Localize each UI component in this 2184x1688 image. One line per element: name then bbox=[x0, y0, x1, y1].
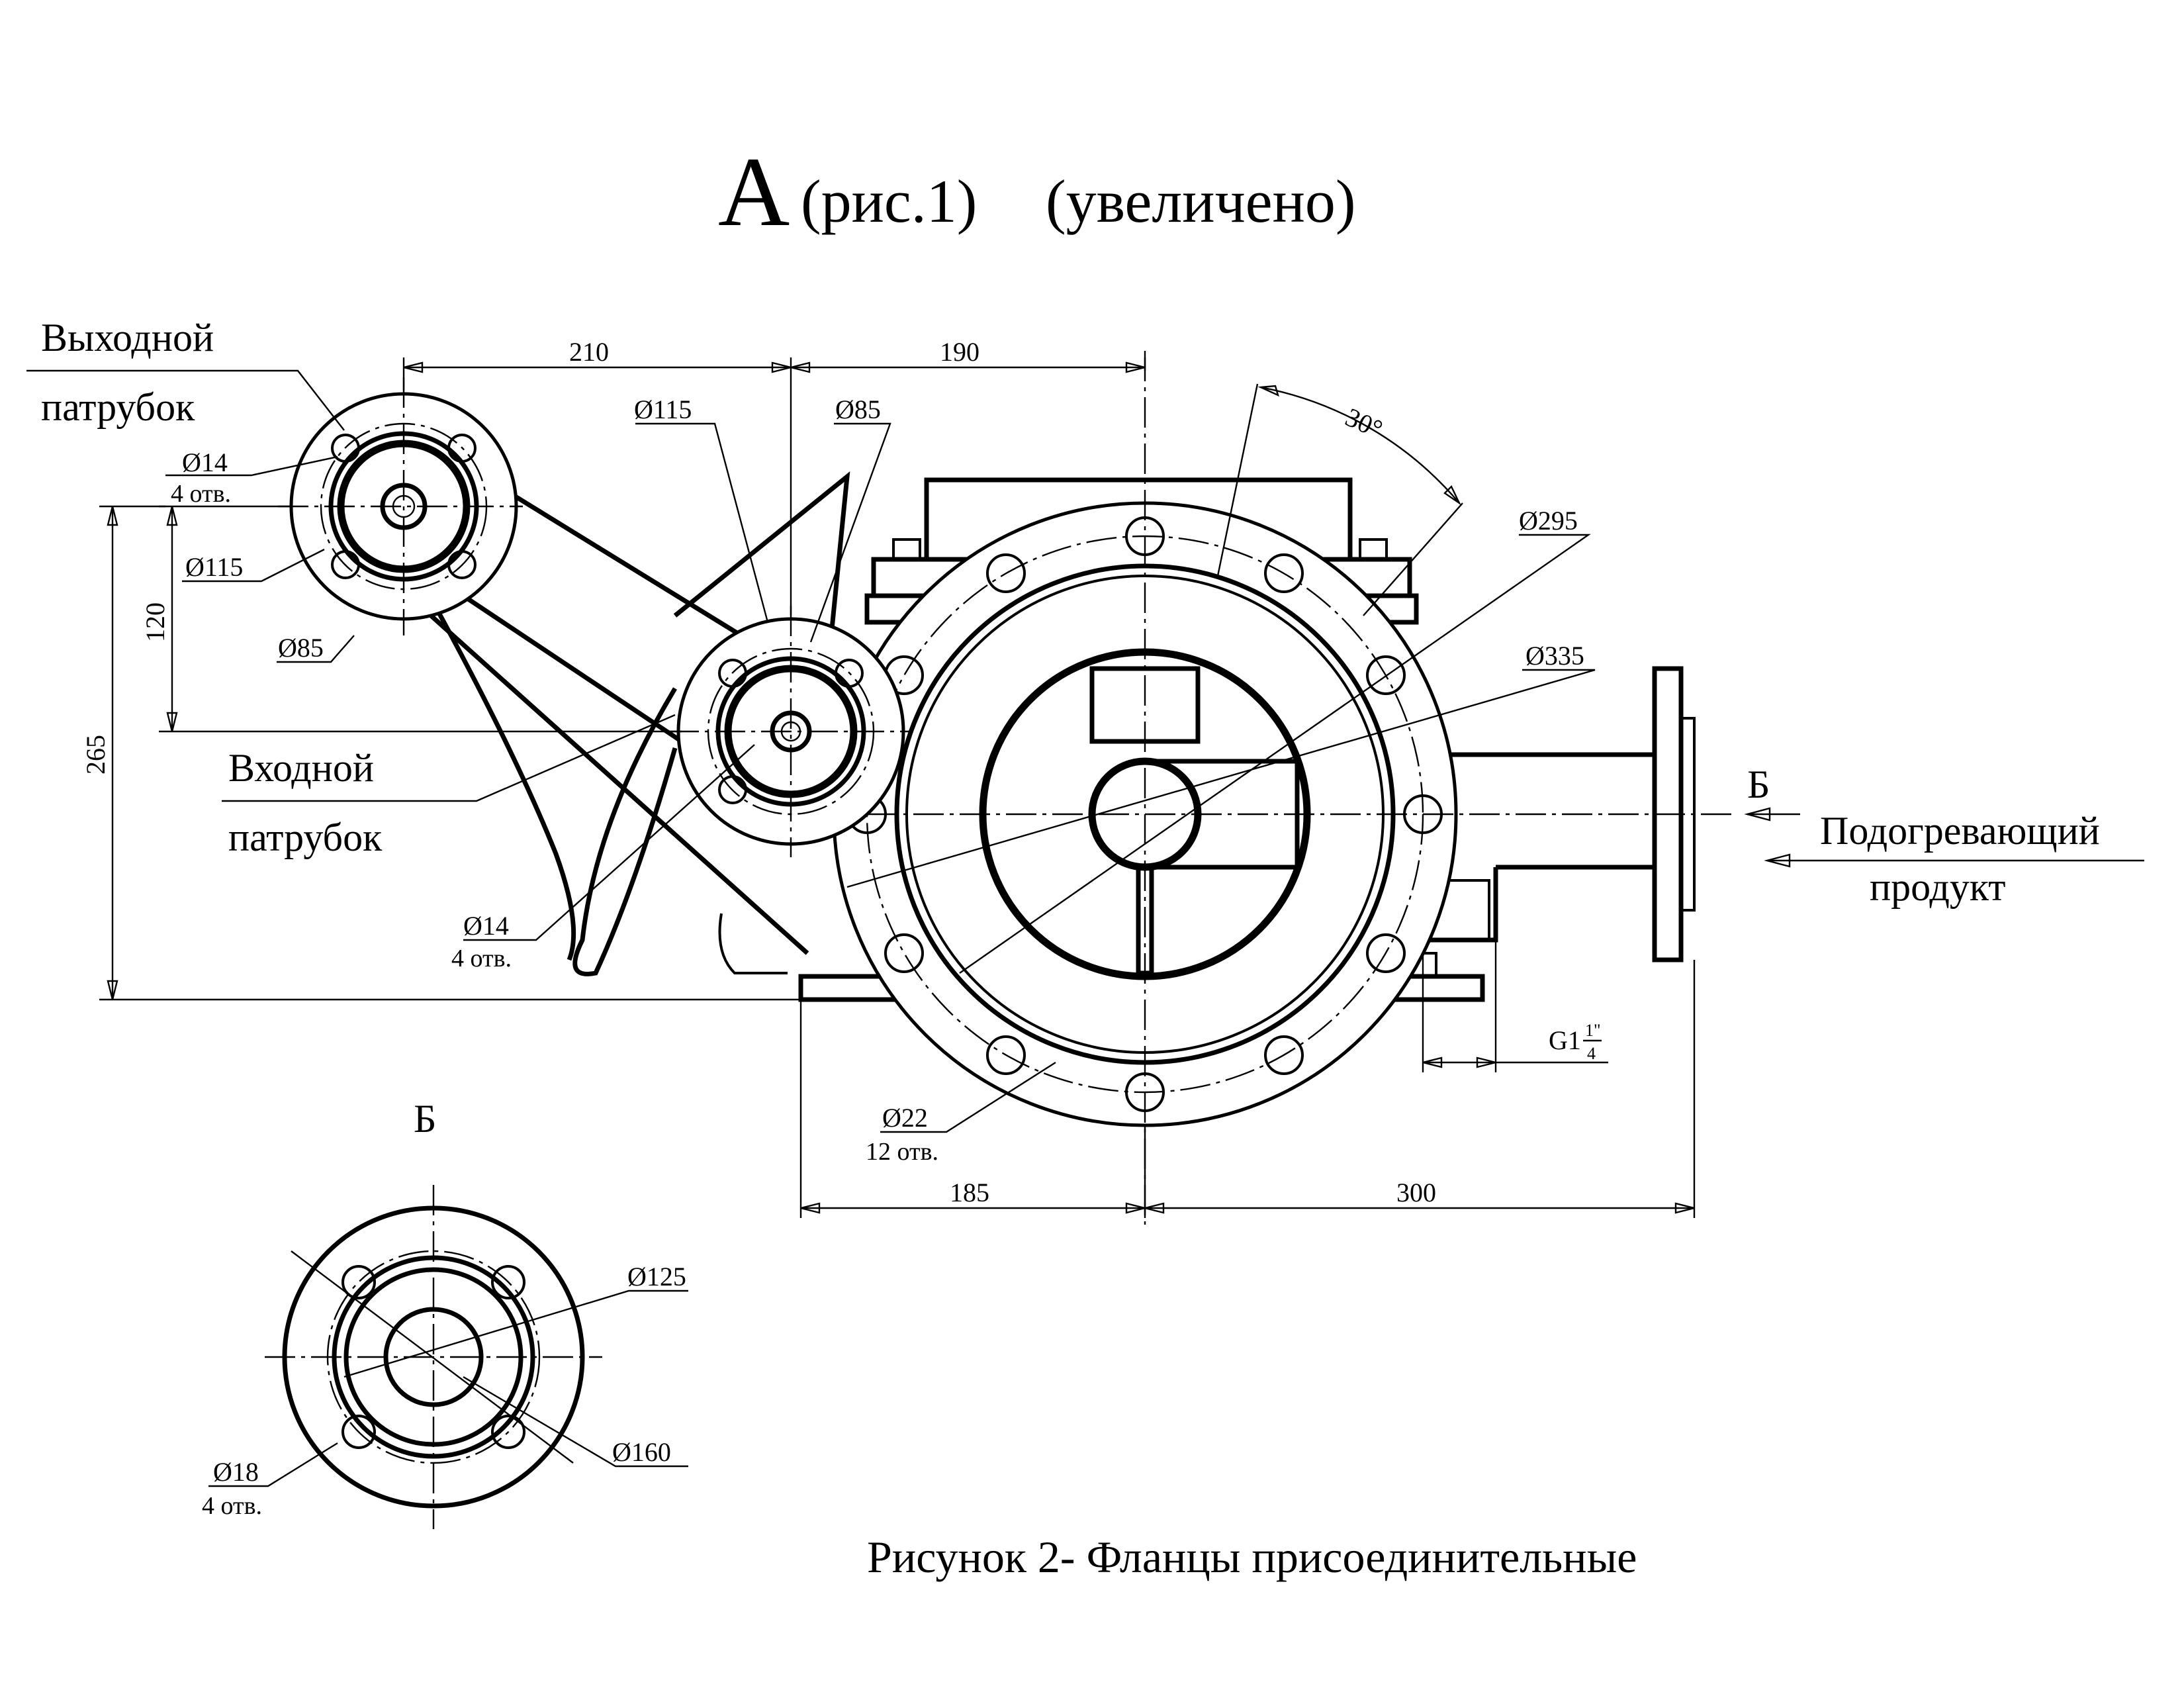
dim-view-b-holes: 4 отв. bbox=[202, 1492, 262, 1520]
outlet-bolt-hole bbox=[331, 550, 360, 579]
dim-main-d22-holes: 12 отв. bbox=[866, 1138, 938, 1166]
figure-caption: Рисунок 2- Фланцы присоединительные bbox=[867, 1532, 1637, 1582]
outlet-flange bbox=[278, 377, 523, 635]
bracket-arm bbox=[422, 471, 850, 976]
view-b-bolt-hole bbox=[491, 1415, 525, 1449]
dim-main-d295: Ø295 bbox=[1519, 506, 1578, 536]
dim-outlet-d115: Ø115 bbox=[185, 552, 243, 582]
dim-main-d22: Ø22 bbox=[882, 1103, 928, 1133]
dim-angle-30: 30° bbox=[1341, 402, 1387, 444]
outlet-bolt-hole bbox=[331, 434, 360, 463]
view-b-bolt-hole bbox=[491, 1265, 525, 1299]
title-letter: А bbox=[718, 137, 790, 247]
view-b-bolt-hole bbox=[341, 1415, 376, 1449]
label-outlet-line2: патрубок bbox=[41, 385, 195, 429]
view-b-bolt-hole bbox=[341, 1265, 376, 1299]
dim-thread-denominator: 4 bbox=[1587, 1044, 1596, 1063]
dim-view-b-d125: Ø125 bbox=[627, 1262, 686, 1291]
dim-view-b-d18: Ø18 bbox=[213, 1457, 259, 1487]
inlet-bolt-hole bbox=[835, 659, 864, 688]
drawing-title: А (рис.1) (увеличено) bbox=[718, 137, 1356, 247]
dim-outlet-d14: Ø14 bbox=[182, 447, 228, 477]
label-view-arrow-b: Б bbox=[1747, 763, 1770, 806]
dim-view-b-d160: Ø160 bbox=[612, 1437, 671, 1467]
title-figure-ref: (рис.1) bbox=[801, 167, 977, 235]
dim-185: 185 bbox=[950, 1178, 989, 1207]
inlet-bolt-hole bbox=[718, 775, 747, 804]
label-inlet-line2: патрубок bbox=[228, 816, 383, 859]
dim-inlet-holes: 4 отв. bbox=[451, 945, 512, 972]
dim-thread-g: G1 bbox=[1549, 1025, 1581, 1055]
inlet-flange bbox=[668, 606, 913, 857]
view-b-flange: Б Ø125 Ø160 Ø18 4 отв. bbox=[202, 1097, 688, 1529]
dim-outlet-holes: 4 отв. bbox=[171, 480, 231, 508]
dim-265: 265 bbox=[81, 735, 111, 774]
label-heating-line1: Подогревающий bbox=[1820, 809, 2100, 853]
label-heating-line2: продукт bbox=[1870, 865, 2006, 909]
inlet-bolt-hole bbox=[718, 659, 747, 688]
title-scale-note: (увеличено) bbox=[1046, 167, 1356, 235]
dim-210: 210 bbox=[569, 337, 609, 367]
dim-inlet-d14: Ø14 bbox=[463, 911, 509, 941]
outlet-bolt-hole bbox=[447, 434, 477, 463]
dim-thread-numerator: 1" bbox=[1585, 1021, 1601, 1040]
callout-labels: Выходной патрубок Входной патрубок Б Под… bbox=[26, 316, 2144, 909]
dim-inlet-d85: Ø85 bbox=[835, 395, 881, 424]
dim-120: 120 bbox=[140, 602, 170, 642]
dim-main-d335: Ø335 bbox=[1525, 641, 1584, 671]
label-inlet-line1: Входной bbox=[228, 746, 374, 790]
dim-inlet-d115: Ø115 bbox=[634, 395, 692, 424]
view-b-title: Б bbox=[414, 1097, 436, 1141]
dimension-lines: 210 190 120 265 185 300 30° Ø14 4 отв. bbox=[81, 337, 1696, 1218]
dim-300: 300 bbox=[1396, 1178, 1436, 1207]
outlet-bolt-hole bbox=[447, 550, 477, 579]
dim-outlet-d85: Ø85 bbox=[278, 633, 324, 663]
dim-190: 190 bbox=[940, 337, 979, 367]
label-outlet-line1: Выходной bbox=[41, 316, 214, 359]
